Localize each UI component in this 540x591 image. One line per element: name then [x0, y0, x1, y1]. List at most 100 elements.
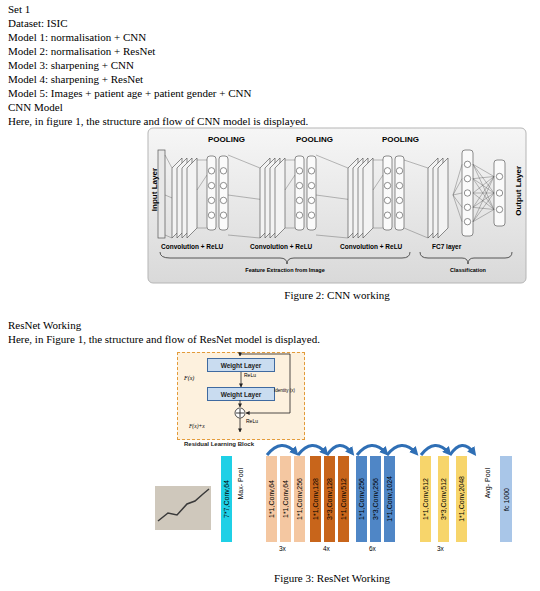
connection-line [453, 195, 462, 222]
neuron-circle [220, 212, 226, 218]
neuron-circle [464, 175, 470, 181]
conv-layer-bar: 1*1,Conv,256 [356, 456, 367, 542]
connection-line [285, 175, 295, 190]
connection-line [316, 195, 353, 200]
text-label: POOLING [208, 135, 245, 144]
text-label: Avg- Pool [484, 468, 492, 498]
text-label: 4x [323, 545, 330, 552]
neuron-circle [296, 182, 302, 188]
crack-photo [155, 486, 211, 530]
layer-label: 1*1,Conv,128 [312, 478, 319, 520]
fc-plane [433, 158, 443, 238]
feature-map-plane [275, 158, 285, 238]
connection-line [165, 155, 172, 168]
fc-plane [438, 158, 448, 238]
conv-layer-bar: 1*1,Conv,512 [420, 456, 431, 542]
text-label: Dataset: ISIC [8, 17, 68, 30]
conv-layer-bar: 1*1,Conv,1024 [384, 456, 395, 542]
feature-map-plane [353, 158, 363, 238]
connection-line [228, 155, 260, 168]
text-label: Model 3: sharpening + CNN [8, 59, 134, 72]
connection-line [453, 195, 462, 207]
text-label: Identity (x) [274, 388, 295, 393]
neuron-circle [384, 212, 390, 218]
layer-label: 1*1,Conv,64 [282, 480, 289, 518]
neuron-circle [496, 190, 502, 196]
neuron-circle [464, 190, 470, 196]
layer-label: 3*3,Conv,128 [326, 478, 333, 520]
text-label: ReLu [244, 373, 256, 379]
pooling-block [395, 156, 404, 230]
neuron-circle [464, 161, 470, 167]
text-label: Classification [450, 267, 486, 273]
conv-layer-bar: 1*1,Conv,512 [338, 456, 349, 542]
neuron-circle [296, 212, 302, 218]
skip-connection-arc [421, 445, 449, 455]
feature-map-plane [270, 158, 280, 238]
feature-map-plane [172, 158, 182, 238]
connection-line [473, 164, 494, 176]
connection-line [473, 179, 494, 210]
neuron-circle [220, 182, 226, 188]
fc-neuron-column [462, 150, 473, 236]
feature-map-plane [358, 158, 368, 238]
layer-label: 1*1,Conv,2048 [458, 476, 465, 522]
neuron-circle [396, 168, 402, 174]
text-label: ReLu [246, 419, 258, 425]
connection-line [473, 207, 494, 209]
pooling-block [307, 156, 316, 230]
connection-line [473, 177, 494, 194]
feature-map-plane [348, 158, 358, 238]
pooling-block [207, 156, 216, 230]
layer-label: 1*1,Conv,64 [268, 480, 275, 518]
conv-layer-bar: 1*1,Conv,128 [310, 456, 321, 542]
text-label: ResNet Working [8, 319, 81, 332]
feature-map-plane [363, 158, 373, 238]
layer-label: 1*1,Conv,512 [422, 478, 429, 520]
fc-plane [428, 158, 438, 238]
input-layer-bar [158, 150, 165, 238]
neuron-circle [384, 168, 390, 174]
text-label: Here, in figure 1, the structure and flo… [8, 115, 308, 128]
connection-line [165, 235, 172, 238]
neuron-circle [208, 212, 214, 218]
connection-line [316, 155, 348, 168]
connection-line [473, 177, 494, 179]
neuron-circle [464, 218, 470, 224]
connection-line [373, 160, 383, 161]
connection-line [473, 164, 494, 209]
neuron-circle [296, 197, 302, 203]
text-label: Model 1: normalisation + CNN [8, 31, 146, 44]
text-label: Set 1 [8, 3, 30, 16]
connection-line [453, 179, 462, 195]
text-label: 3x [437, 545, 444, 552]
output-neuron-column [494, 160, 505, 226]
text-label: Max- Pool [237, 468, 245, 500]
connection-line [473, 193, 494, 222]
connection-line [197, 228, 207, 229]
connection-line [473, 179, 494, 193]
connection-line [473, 193, 494, 210]
connection-line [473, 193, 494, 207]
neuron-circle [308, 168, 314, 174]
connection-line [228, 235, 260, 238]
cnn-figure [148, 128, 526, 283]
text-label: CNN Model [8, 101, 63, 114]
pooling-block [219, 156, 228, 230]
neuron-circle [208, 197, 214, 203]
text-label: Convolution + ReLU [340, 243, 402, 250]
crack-line [158, 489, 209, 521]
text-label: 3x [279, 545, 286, 552]
feature-map-plane [187, 158, 197, 238]
layer-label: fc 1000 [503, 488, 510, 511]
text-label: Model 4: sharpening + ResNet [8, 73, 143, 86]
brace [160, 252, 410, 264]
neuron-circle [496, 206, 502, 212]
neuron-circle [464, 204, 470, 210]
connection-line [285, 228, 295, 229]
neuron-circle [396, 197, 402, 203]
weight-layer-box: Weight Layer [207, 387, 275, 401]
connection-line [453, 164, 462, 195]
connection-line [473, 164, 494, 193]
layer-label: 1*1,Conv,1024 [386, 476, 393, 522]
